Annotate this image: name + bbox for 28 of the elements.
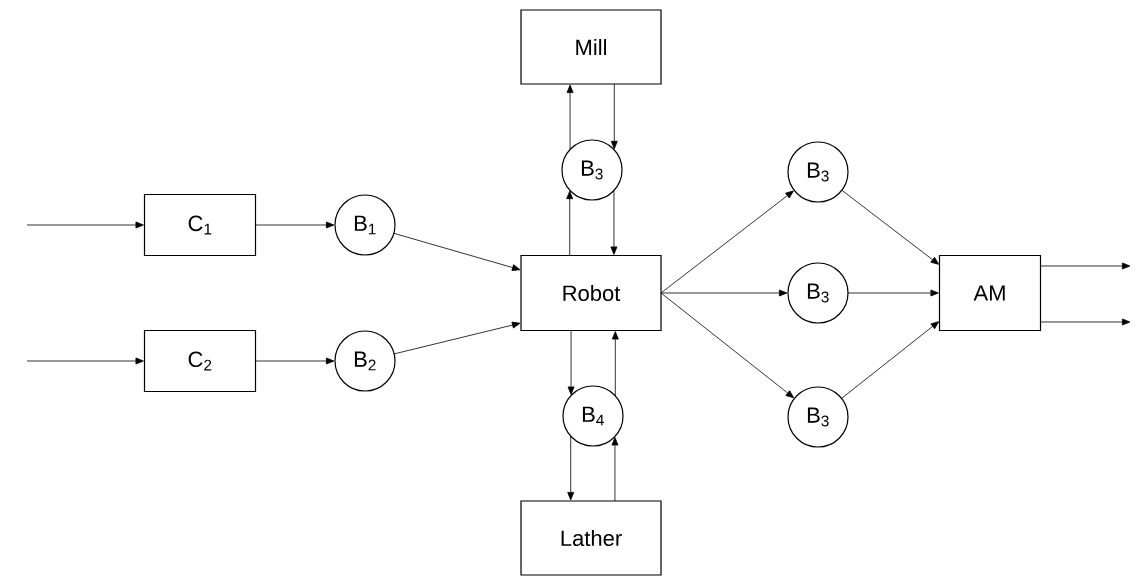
arrow <box>567 435 575 501</box>
arrow <box>611 331 619 397</box>
arrow <box>610 83 618 150</box>
arrow <box>1040 262 1131 270</box>
process-box: Mill <box>520 9 662 85</box>
arrow <box>660 289 788 297</box>
arrow <box>567 330 575 395</box>
arrow <box>255 357 335 365</box>
process-box: C$_{1}$ <box>143 193 257 257</box>
arrow <box>847 289 939 297</box>
arrow <box>841 321 940 399</box>
arrow <box>393 321 521 355</box>
arrow <box>841 189 940 265</box>
arrow <box>610 190 618 255</box>
arrow <box>255 221 335 229</box>
arrow <box>611 437 619 502</box>
arrow <box>26 221 144 229</box>
arrow <box>660 292 794 399</box>
arrow <box>660 190 794 294</box>
arrow <box>1040 318 1131 326</box>
arrow <box>26 357 144 365</box>
arrow <box>566 84 574 150</box>
process-box: Lather <box>520 500 662 576</box>
process-box: C$_{2}$ <box>143 329 257 393</box>
arrow <box>566 190 574 256</box>
process-box: Robot <box>520 254 662 332</box>
process-box: AM <box>938 254 1042 332</box>
arrow <box>393 232 521 271</box>
